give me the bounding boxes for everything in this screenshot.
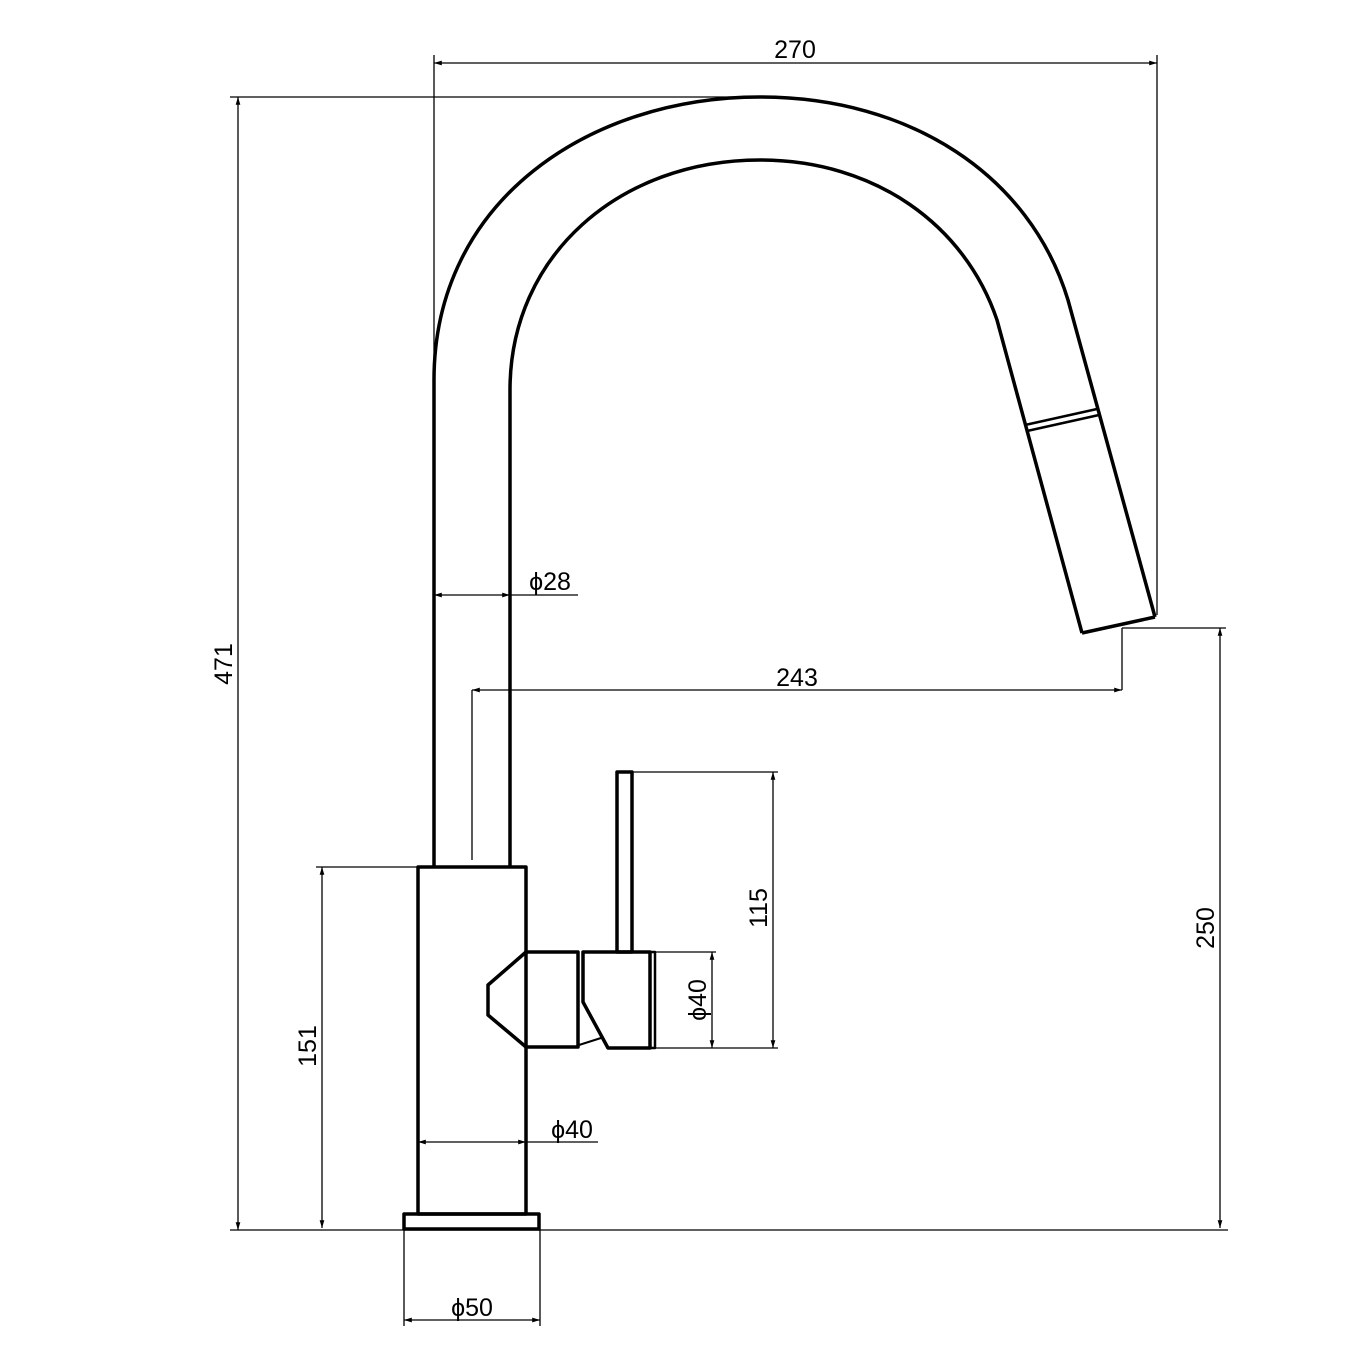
spray-head-band — [1024, 407, 1100, 433]
handle-ring — [648, 950, 657, 1050]
spout-inner — [508, 158, 1084, 867]
handle-cap — [581, 950, 652, 1050]
handle-link — [578, 1037, 602, 1046]
dim-spout-diameter: ϕ28 — [529, 568, 571, 596]
dim-outlet-height: 250 — [1192, 907, 1220, 949]
dim-spout-reach: 243 — [776, 664, 818, 692]
body — [416, 865, 528, 1216]
spray-head-tip — [1081, 615, 1156, 635]
faucet-outline — [402, 95, 1157, 1231]
base-plate — [402, 1212, 541, 1231]
dim-body-diameter: ϕ40 — [551, 1116, 593, 1144]
dim-base-diameter: ϕ50 — [451, 1294, 493, 1322]
handle-hub — [486, 950, 580, 1049]
dim-body-height: 151 — [294, 1025, 322, 1067]
dimensions: 270 471 ϕ28 243 250 115 ϕ40 151 ϕ40 — [210, 36, 1228, 1326]
dim-handle-height: 115 — [745, 888, 773, 928]
spout-outer — [432, 95, 1157, 867]
dim-overall-reach: 270 — [774, 36, 816, 64]
handle-lever — [615, 770, 634, 954]
dim-handle-diameter: ϕ40 — [684, 979, 712, 1021]
dim-overall-height: 471 — [210, 643, 238, 685]
